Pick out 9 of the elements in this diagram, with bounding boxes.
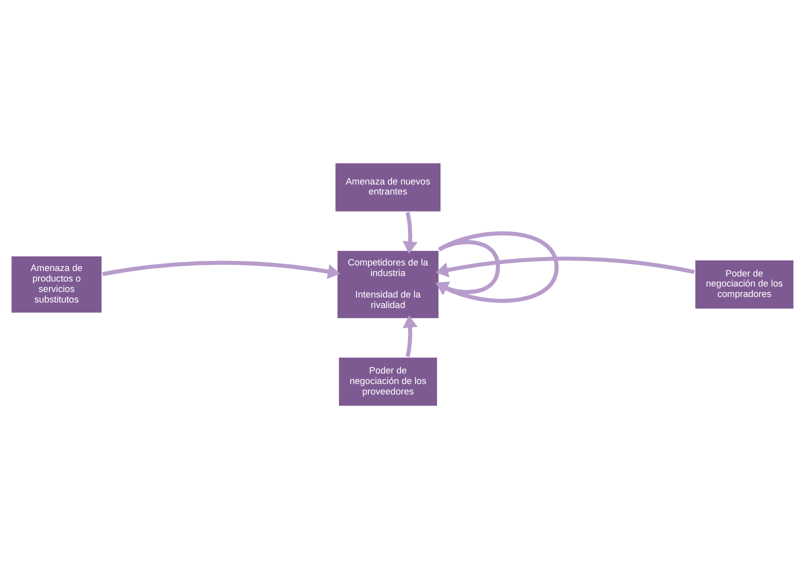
node-box: Poder de negociación de los compradores <box>694 258 796 310</box>
arrow <box>436 256 695 278</box>
node-box: Poder de negociación de los proveedores <box>337 356 439 408</box>
node-box: Amenaza de productos o servicios substitutos <box>10 254 104 314</box>
arrow <box>402 212 418 254</box>
arrow <box>102 260 340 280</box>
node-box: Competidores de la industria Intensidad de la rivalidad <box>336 249 440 320</box>
node-box: Amenaza de nuevos entrantes <box>334 161 442 214</box>
arrow <box>402 315 418 358</box>
